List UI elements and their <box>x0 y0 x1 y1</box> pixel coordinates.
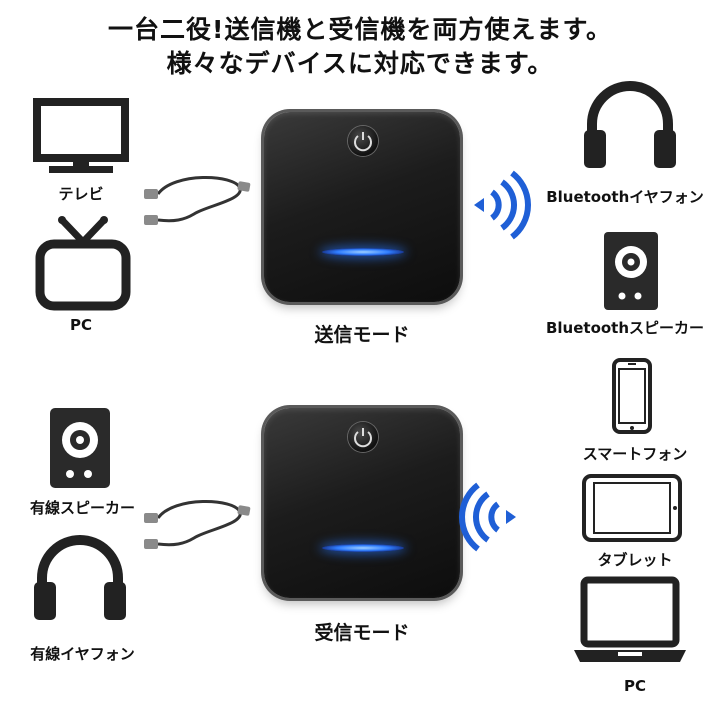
receiver-device <box>264 408 460 598</box>
output-label-smartphone: スマートフォン <box>582 445 688 463</box>
output-label-bt-earphones: Bluetoothイヤフォン <box>546 188 704 206</box>
smartphone-icon <box>612 358 652 434</box>
mode-label-transmit: 送信モード <box>314 324 410 346</box>
power-button[interactable] <box>348 126 378 156</box>
aux-cable-icon <box>144 499 254 560</box>
output-label-tablet: タブレット <box>597 551 673 569</box>
input-label-wired-speaker: 有線スピーカー <box>29 499 135 517</box>
input-label-wired-earphones: 有線イヤフォン <box>30 645 135 663</box>
power-icon <box>354 428 372 448</box>
speaker-icon <box>50 408 110 488</box>
power-icon <box>354 132 372 152</box>
status-led <box>322 544 404 552</box>
status-led <box>322 248 404 256</box>
speaker-icon <box>604 232 658 310</box>
headphones-icon <box>580 74 680 170</box>
headline-line-1: 一台二役!送信機と受信機を両方使えます。 <box>108 15 612 44</box>
aux-cable-icon <box>144 175 254 236</box>
laptop-icon <box>570 576 690 664</box>
tv-icon <box>33 98 129 176</box>
input-label-tv: テレビ <box>58 185 104 203</box>
input-label-pc: PC <box>69 316 92 334</box>
mode-label-receive: 受信モード <box>314 622 410 644</box>
power-button[interactable] <box>348 422 378 452</box>
headline-line-2: 様々なデバイスに対応できます。 <box>166 49 554 78</box>
output-label-bt-speaker: Bluetoothスピーカー <box>545 319 705 337</box>
output-label-pc: PC <box>623 677 646 695</box>
wireless-waves-icon <box>470 170 531 240</box>
retro-tv-icon <box>35 216 131 312</box>
tablet-icon <box>582 474 682 542</box>
headphones-icon <box>30 528 130 622</box>
wireless-waves-icon <box>459 482 520 552</box>
transmitter-device <box>264 112 460 302</box>
